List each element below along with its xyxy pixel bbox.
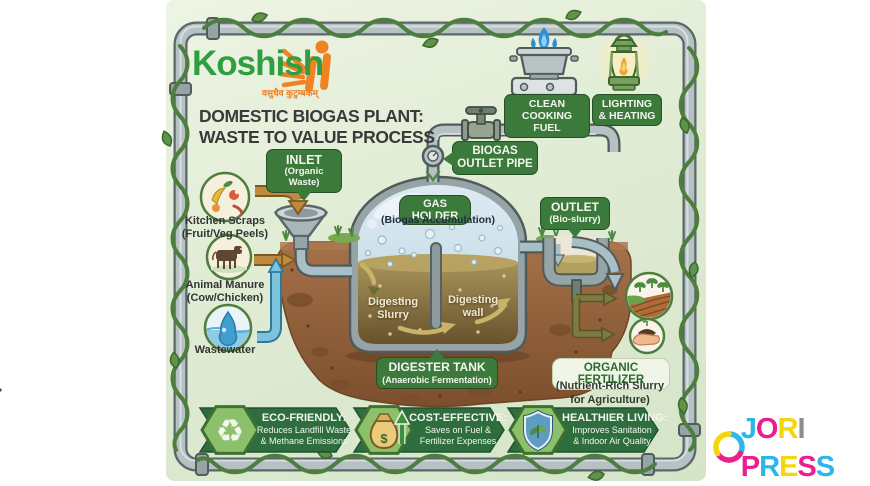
gas-holder-badge: GAS HOLDER (399, 195, 471, 225)
benefit-title: COST-EFFECTIVE: (409, 412, 507, 424)
lighting-heating-badge: LIGHTING & HEATING (592, 94, 662, 127)
badge-line: & HEATING (598, 110, 656, 123)
wm-letter: R (777, 413, 798, 445)
gas-bubbles (364, 223, 504, 268)
cooking-stove-icon (509, 27, 579, 97)
shield-leaf-icon (523, 409, 553, 452)
benefit-line: & Indoor Air Quality (573, 436, 651, 446)
digesting-slurry-label: Digesting Slurry (362, 296, 424, 321)
benefit-line: & Methane Emissions (260, 436, 348, 446)
benefit-cost-effective: COST-EFFECTIVE: Saves on Fuel & Fertiliz… (408, 411, 508, 447)
gas-valve (461, 106, 501, 141)
input-label-line: (Cow/Chicken) (186, 292, 264, 304)
inlet-funnel (273, 204, 352, 278)
benefit-healthier-living: HEALTHIER LIVING: Improves Sanitation & … (562, 411, 668, 447)
brand-tagline: वसुधैव कुटुम्बकम् (262, 88, 318, 98)
benefit-title: HEALTHIER LIVING: (562, 412, 668, 424)
benefit-line: Improves Sanitation (572, 425, 652, 435)
fertilizer-sub-line: (Nutrient-Rich Slurry (555, 380, 665, 392)
wastewater-label: Wastewater (170, 344, 280, 357)
pressure-gauge (421, 144, 445, 168)
clean-cooking-fuel-badge: CLEAN COOKING FUEL (504, 94, 590, 139)
benefit-eco-friendly: ECO-FRIENDLY: Reduces Landfill Waste & M… (254, 411, 354, 447)
badge-line: OUTLET PIPE (457, 158, 533, 171)
organic-fertilizer-subtitle: (Nutrient-Rich Slurry for Agriculture) (547, 380, 673, 407)
kitchen-scraps-icon (199, 171, 251, 223)
badge-line: OUTLET (551, 200, 599, 214)
input-label-line: Kitchen Scraps (184, 215, 266, 227)
outlet-badge: OUTLET (Bio-slurry) (540, 197, 610, 230)
badge-line: (Organic Waste) (284, 166, 324, 189)
badge-line: LIGHTING (601, 98, 653, 110)
benefit-hexagons (200, 405, 568, 455)
animal-manure-icon (205, 233, 253, 281)
inlet-badge: INLET (Organic Waste) (266, 149, 342, 194)
digesting-wall-label: Digesting wall (442, 294, 504, 319)
benefit-title: ECO-FRIENDLY: (261, 412, 347, 424)
svg-text:$: $ (380, 431, 388, 446)
title-line-2: WASTE TO VALUE PROCESS (199, 127, 435, 147)
input-label-line: Wastewater (194, 344, 256, 356)
koshish-logo-icon (277, 40, 331, 92)
badge-line: CLEAN COOKING (521, 98, 573, 123)
badge-line: DIGESTER TANK (388, 360, 486, 374)
wm-letter: R (759, 451, 780, 483)
wm-letter: E (779, 451, 798, 483)
gas-flow-leaf (425, 170, 441, 183)
title-line-1: DOMESTIC BIOGAS PLANT: (199, 106, 424, 126)
wm-letter: I (797, 413, 805, 445)
badge-line: (Bio-slurry) (549, 213, 601, 225)
digesting-wall-divider (430, 242, 442, 330)
jori-press-text: JORI PRESS (741, 410, 870, 486)
input-label-line: Animal Manure (185, 279, 265, 291)
jori-press-watermark: JORI PRESS (710, 413, 870, 483)
tank-label-line: Slurry (377, 308, 409, 321)
recycle-icon: ♻ (216, 413, 245, 449)
badge-line: (Anaerobic Fermentation) (382, 374, 492, 385)
outlet-chamber (520, 236, 625, 303)
vine-decoration (161, 9, 700, 481)
digester-tank (348, 175, 528, 354)
wm-letter: J (740, 413, 757, 445)
soil-in-hand-icon (628, 317, 666, 355)
wastewater-icon (203, 303, 253, 353)
input-label-line: (Fruit/Veg Peels) (181, 228, 269, 240)
organic-fertilizer-badge: ORGANIC FERTILIZER (552, 358, 670, 390)
page-title: DOMESTIC BIOGAS PLANT: WASTE TO VALUE PR… (199, 106, 435, 148)
tank-label-line: wall (462, 306, 484, 319)
wm-letter: S (815, 451, 835, 483)
money-bag-icon: $ (369, 409, 411, 450)
biogas-outlet-pipe-badge: BIOGAS OUTLET PIPE (443, 141, 538, 176)
lantern-icon (599, 33, 649, 91)
jori-press-swirl-icon (713, 431, 745, 463)
wm-letter: P (740, 451, 760, 483)
benefit-line: Saves on Fuel & (424, 425, 492, 435)
benefit-line: Reduces Landfill Waste (256, 425, 352, 435)
tank-label-line: Digesting (367, 296, 419, 308)
kitchen-scraps-label: Kitchen Scraps (Fruit/Veg Peels) (170, 215, 280, 241)
bio-slurry-arrows (571, 290, 618, 343)
fertilizer-sub-line: for Agriculture) (570, 393, 650, 406)
animal-manure-label: Animal Manure (Cow/Chicken) (170, 279, 280, 305)
badge-line: INLET (285, 153, 323, 167)
badge-line: BIOGAS (472, 145, 518, 157)
brand-name: Koshish (192, 44, 324, 83)
badge-line: FUEL (533, 122, 561, 135)
digester-tank-badge: DIGESTER TANK (Anaerobic Fermentation) (376, 357, 498, 390)
gas-holder-subtitle: (Biogas Accumulation) (381, 214, 495, 226)
wm-letter: O (755, 413, 779, 445)
tank-label-line: Digesting (447, 294, 499, 306)
benefit-line: Fertilizer Expenses (419, 436, 497, 446)
wm-letter: S (797, 451, 816, 483)
